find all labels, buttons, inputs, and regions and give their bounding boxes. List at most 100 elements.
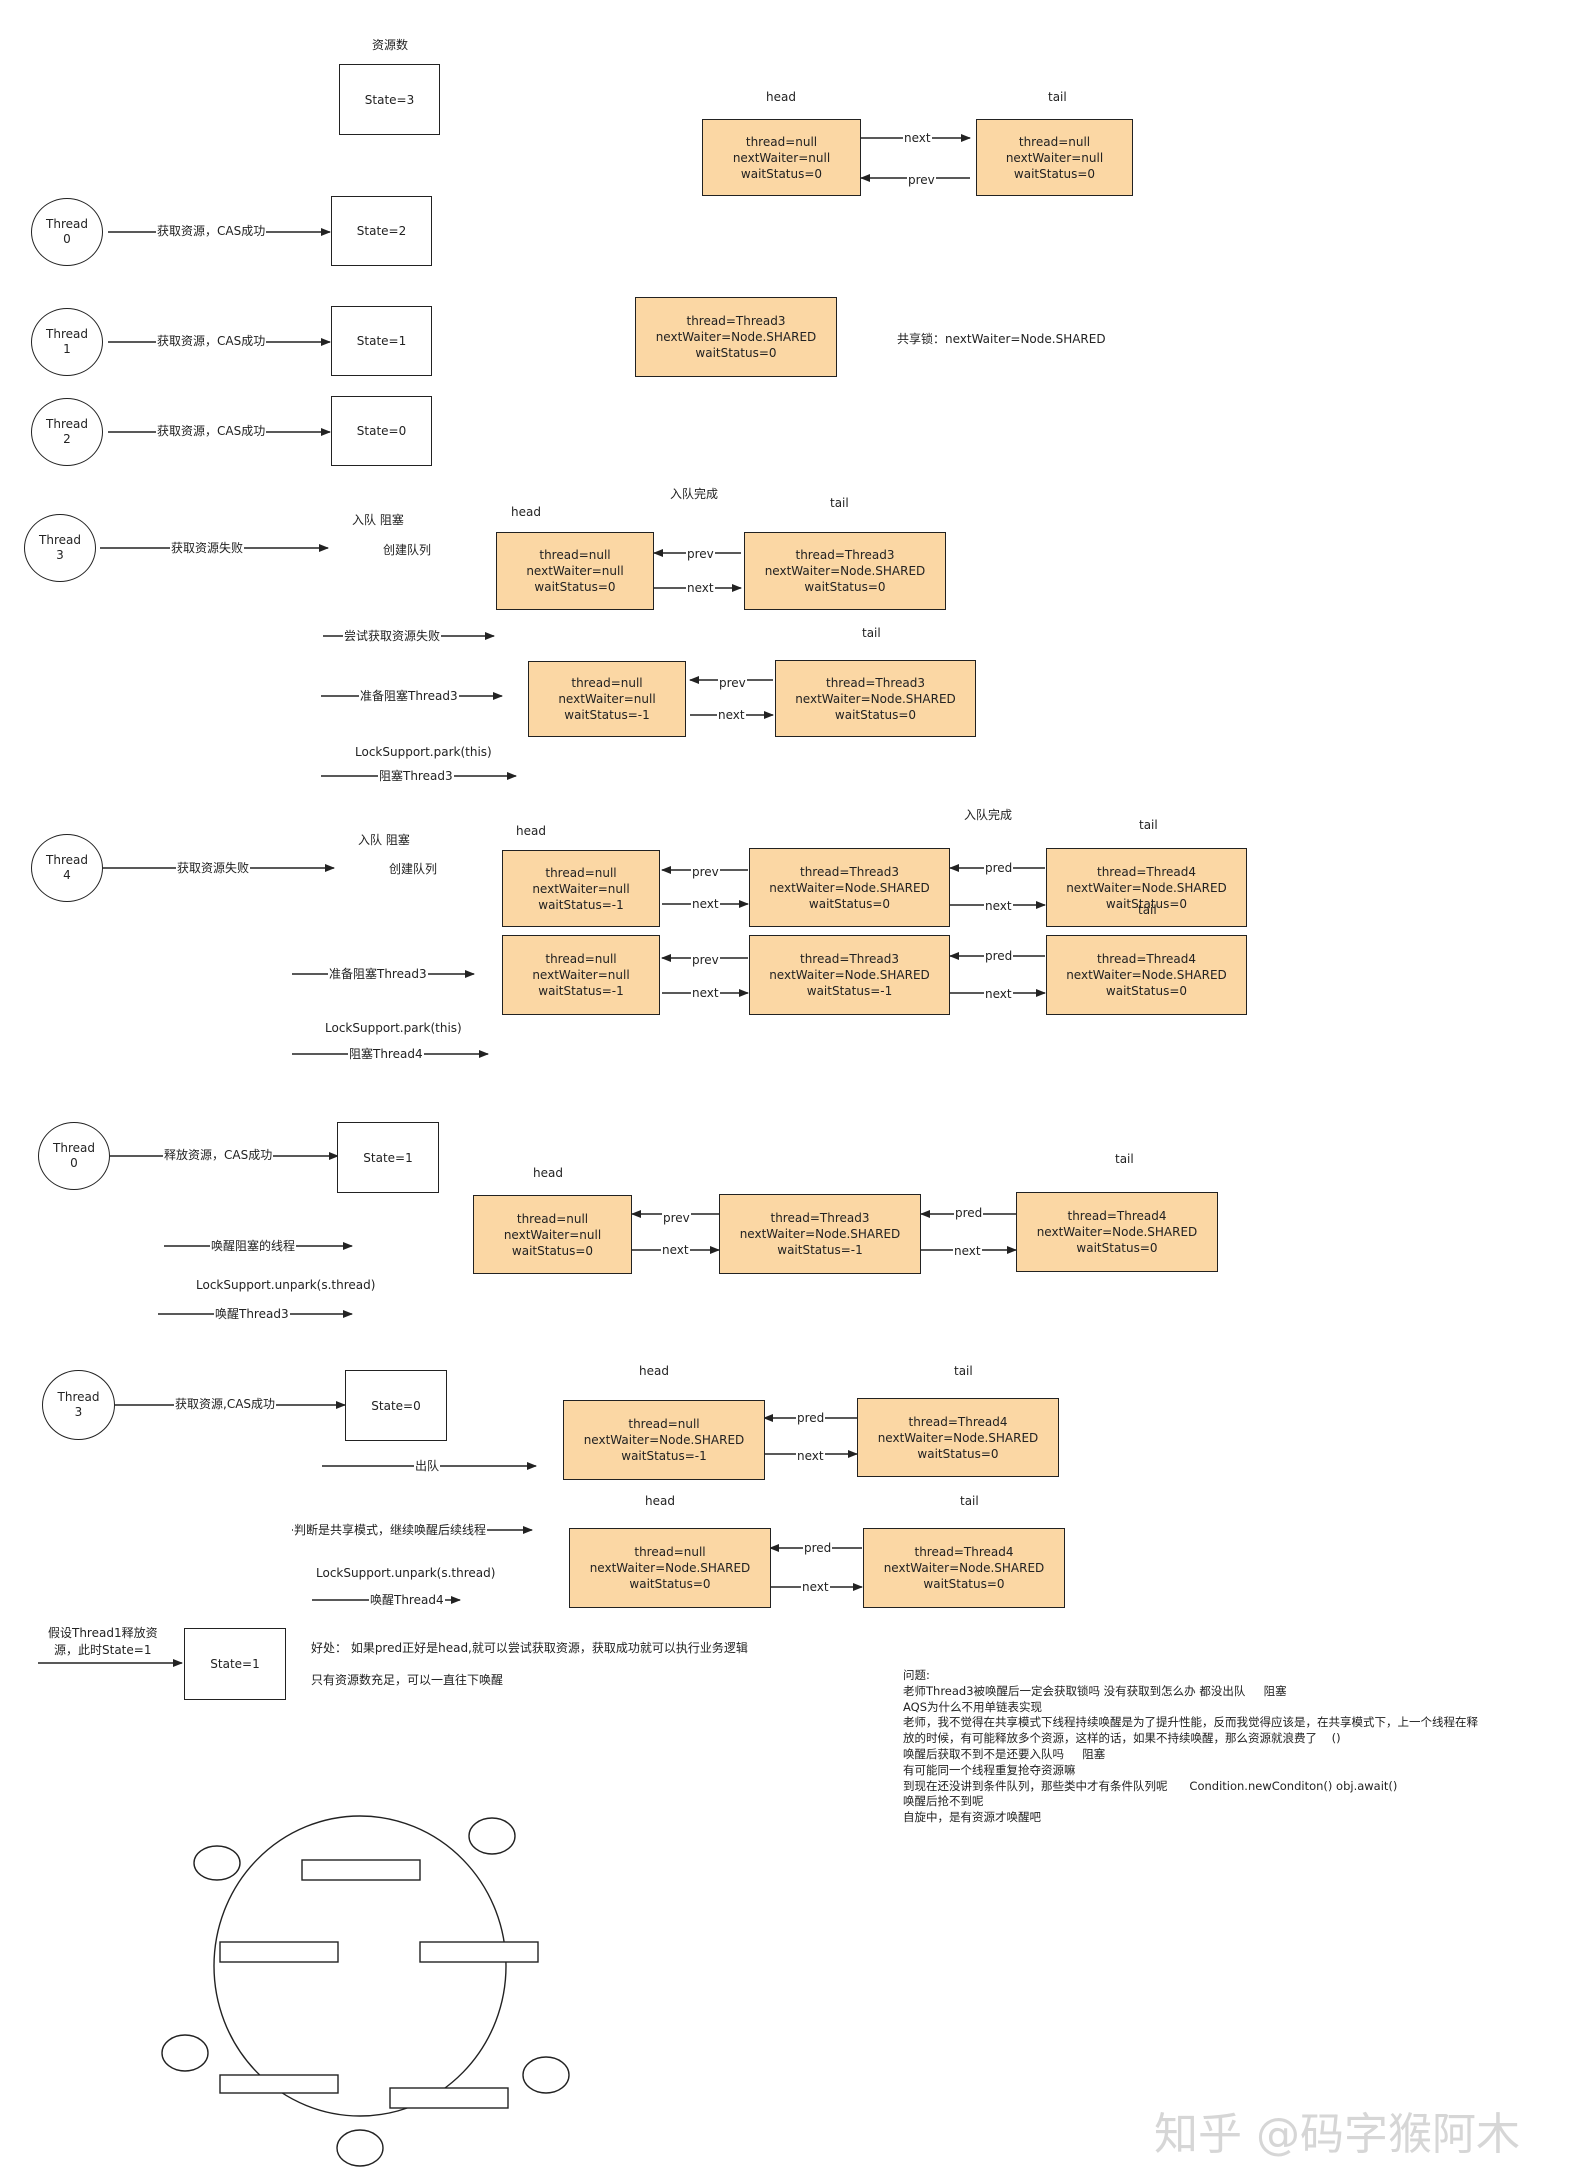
dequeue-label: 出队 — [414, 1459, 441, 1473]
next-label: next — [691, 986, 720, 1000]
head-label: head — [516, 824, 546, 838]
table-circle — [213, 1815, 507, 2117]
seat-ellipse — [468, 1817, 516, 1855]
next-label: next — [661, 1243, 690, 1257]
park-label: LockSupport.park(this) — [325, 1021, 462, 1035]
prev-label: prev — [718, 676, 747, 690]
prev-label: prev — [691, 953, 720, 967]
block-thread4-label: 阻塞Thread4 — [348, 1047, 424, 1061]
cas-success-label: 获取资源，CAS成功 — [156, 424, 267, 438]
next-label: next — [903, 131, 932, 145]
assume-note-line2: 源，此时State=1 — [54, 1643, 152, 1657]
tail-label: tail — [1138, 903, 1157, 917]
shared-continue-label: 判断是共享模式，继续唤醒后续线程 — [293, 1523, 488, 1537]
next-label: next — [984, 899, 1013, 913]
seat-ellipse — [522, 2056, 570, 2094]
wake-thread3-label: 唤醒Thread3 — [214, 1307, 290, 1321]
seat-ellipse — [161, 2034, 209, 2072]
unpark-label: LockSupport.unpark(s.thread) — [316, 1566, 496, 1580]
seat-bar — [219, 2074, 339, 2094]
seat-bar — [301, 1859, 421, 1881]
create-queue-label: 创建队列 — [383, 543, 432, 557]
state-box: State=0 — [345, 1370, 447, 1441]
tail-label: tail — [960, 1494, 979, 1508]
try-fail-label: 尝试获取资源失败 — [343, 629, 442, 643]
head-label: head — [645, 1494, 675, 1508]
acquire-fail-label: 获取资源失败 — [176, 861, 251, 875]
state-box: State=2 — [331, 196, 432, 266]
pred-label: pred — [984, 861, 1014, 875]
tail-label: tail — [1048, 90, 1067, 104]
next-label: next — [686, 581, 715, 595]
tail-label: tail — [1139, 818, 1158, 832]
seat-bar — [219, 1941, 339, 1963]
unpark-label: LockSupport.unpark(s.thread) — [196, 1278, 376, 1292]
pred-label: pred — [984, 949, 1014, 963]
tail-label: tail — [1115, 1152, 1134, 1166]
enqueue-done-label: 入队完成 — [964, 808, 1013, 822]
prepare-block-label: 准备阻塞Thread3 — [328, 967, 428, 981]
seat-ellipse — [336, 2129, 384, 2167]
enqueue-done-label: 入队完成 — [670, 487, 719, 501]
enqueue-block-label: 入队 阻塞 — [358, 833, 410, 847]
state-box: State=1 — [331, 306, 432, 376]
pred-label: pred — [803, 1541, 833, 1555]
cas-success-label: 获取资源，CAS成功 — [156, 334, 267, 348]
seat-ellipse — [193, 1845, 241, 1881]
questions-note: 问题: 老师Thread3被唤醒后一定会获取锁吗 没有获取到怎么办 都没出队 阻… — [903, 1668, 1478, 1825]
prev-label: prev — [686, 547, 715, 561]
pred-label: pred — [796, 1411, 826, 1425]
state-box: State=0 — [331, 396, 432, 466]
state-box: State=3 — [339, 64, 440, 135]
release-success-label: 释放资源，CAS成功 — [163, 1148, 274, 1162]
shared-lock-note: 共享锁：nextWaiter=Node.SHARED — [897, 332, 1106, 346]
next-label: next — [953, 1244, 982, 1258]
park-label: LockSupport.park(this) — [355, 745, 492, 759]
head-label: head — [511, 505, 541, 519]
tail-label: tail — [862, 626, 881, 640]
next-label: next — [691, 897, 720, 911]
wake-blocked-label: 唤醒阻塞的线程 — [210, 1239, 297, 1253]
wake-thread4-label: 唤醒Thread4 — [369, 1593, 445, 1607]
head-label: head — [533, 1166, 563, 1180]
cas-success-label: 获取资源，CAS成功 — [156, 224, 267, 238]
next-label: next — [801, 1580, 830, 1594]
pred-label: pred — [954, 1206, 984, 1220]
prepare-block-label: 准备阻塞Thread3 — [359, 689, 459, 703]
enqueue-block-label: 入队 阻塞 — [352, 513, 404, 527]
resource-count-label: 资源数 — [372, 38, 409, 52]
block-thread3-label: 阻塞Thread3 — [378, 769, 454, 783]
next-label: next — [984, 987, 1013, 1001]
seat-bar — [419, 1941, 539, 1963]
tail-label: tail — [954, 1364, 973, 1378]
tail-label: tail — [830, 496, 849, 510]
state-box: State=1 — [184, 1628, 286, 1700]
head-label: head — [639, 1364, 669, 1378]
acquire-fail-label: 获取资源失败 — [170, 541, 245, 555]
prev-label: prev — [907, 173, 936, 187]
head-label: head — [766, 90, 796, 104]
